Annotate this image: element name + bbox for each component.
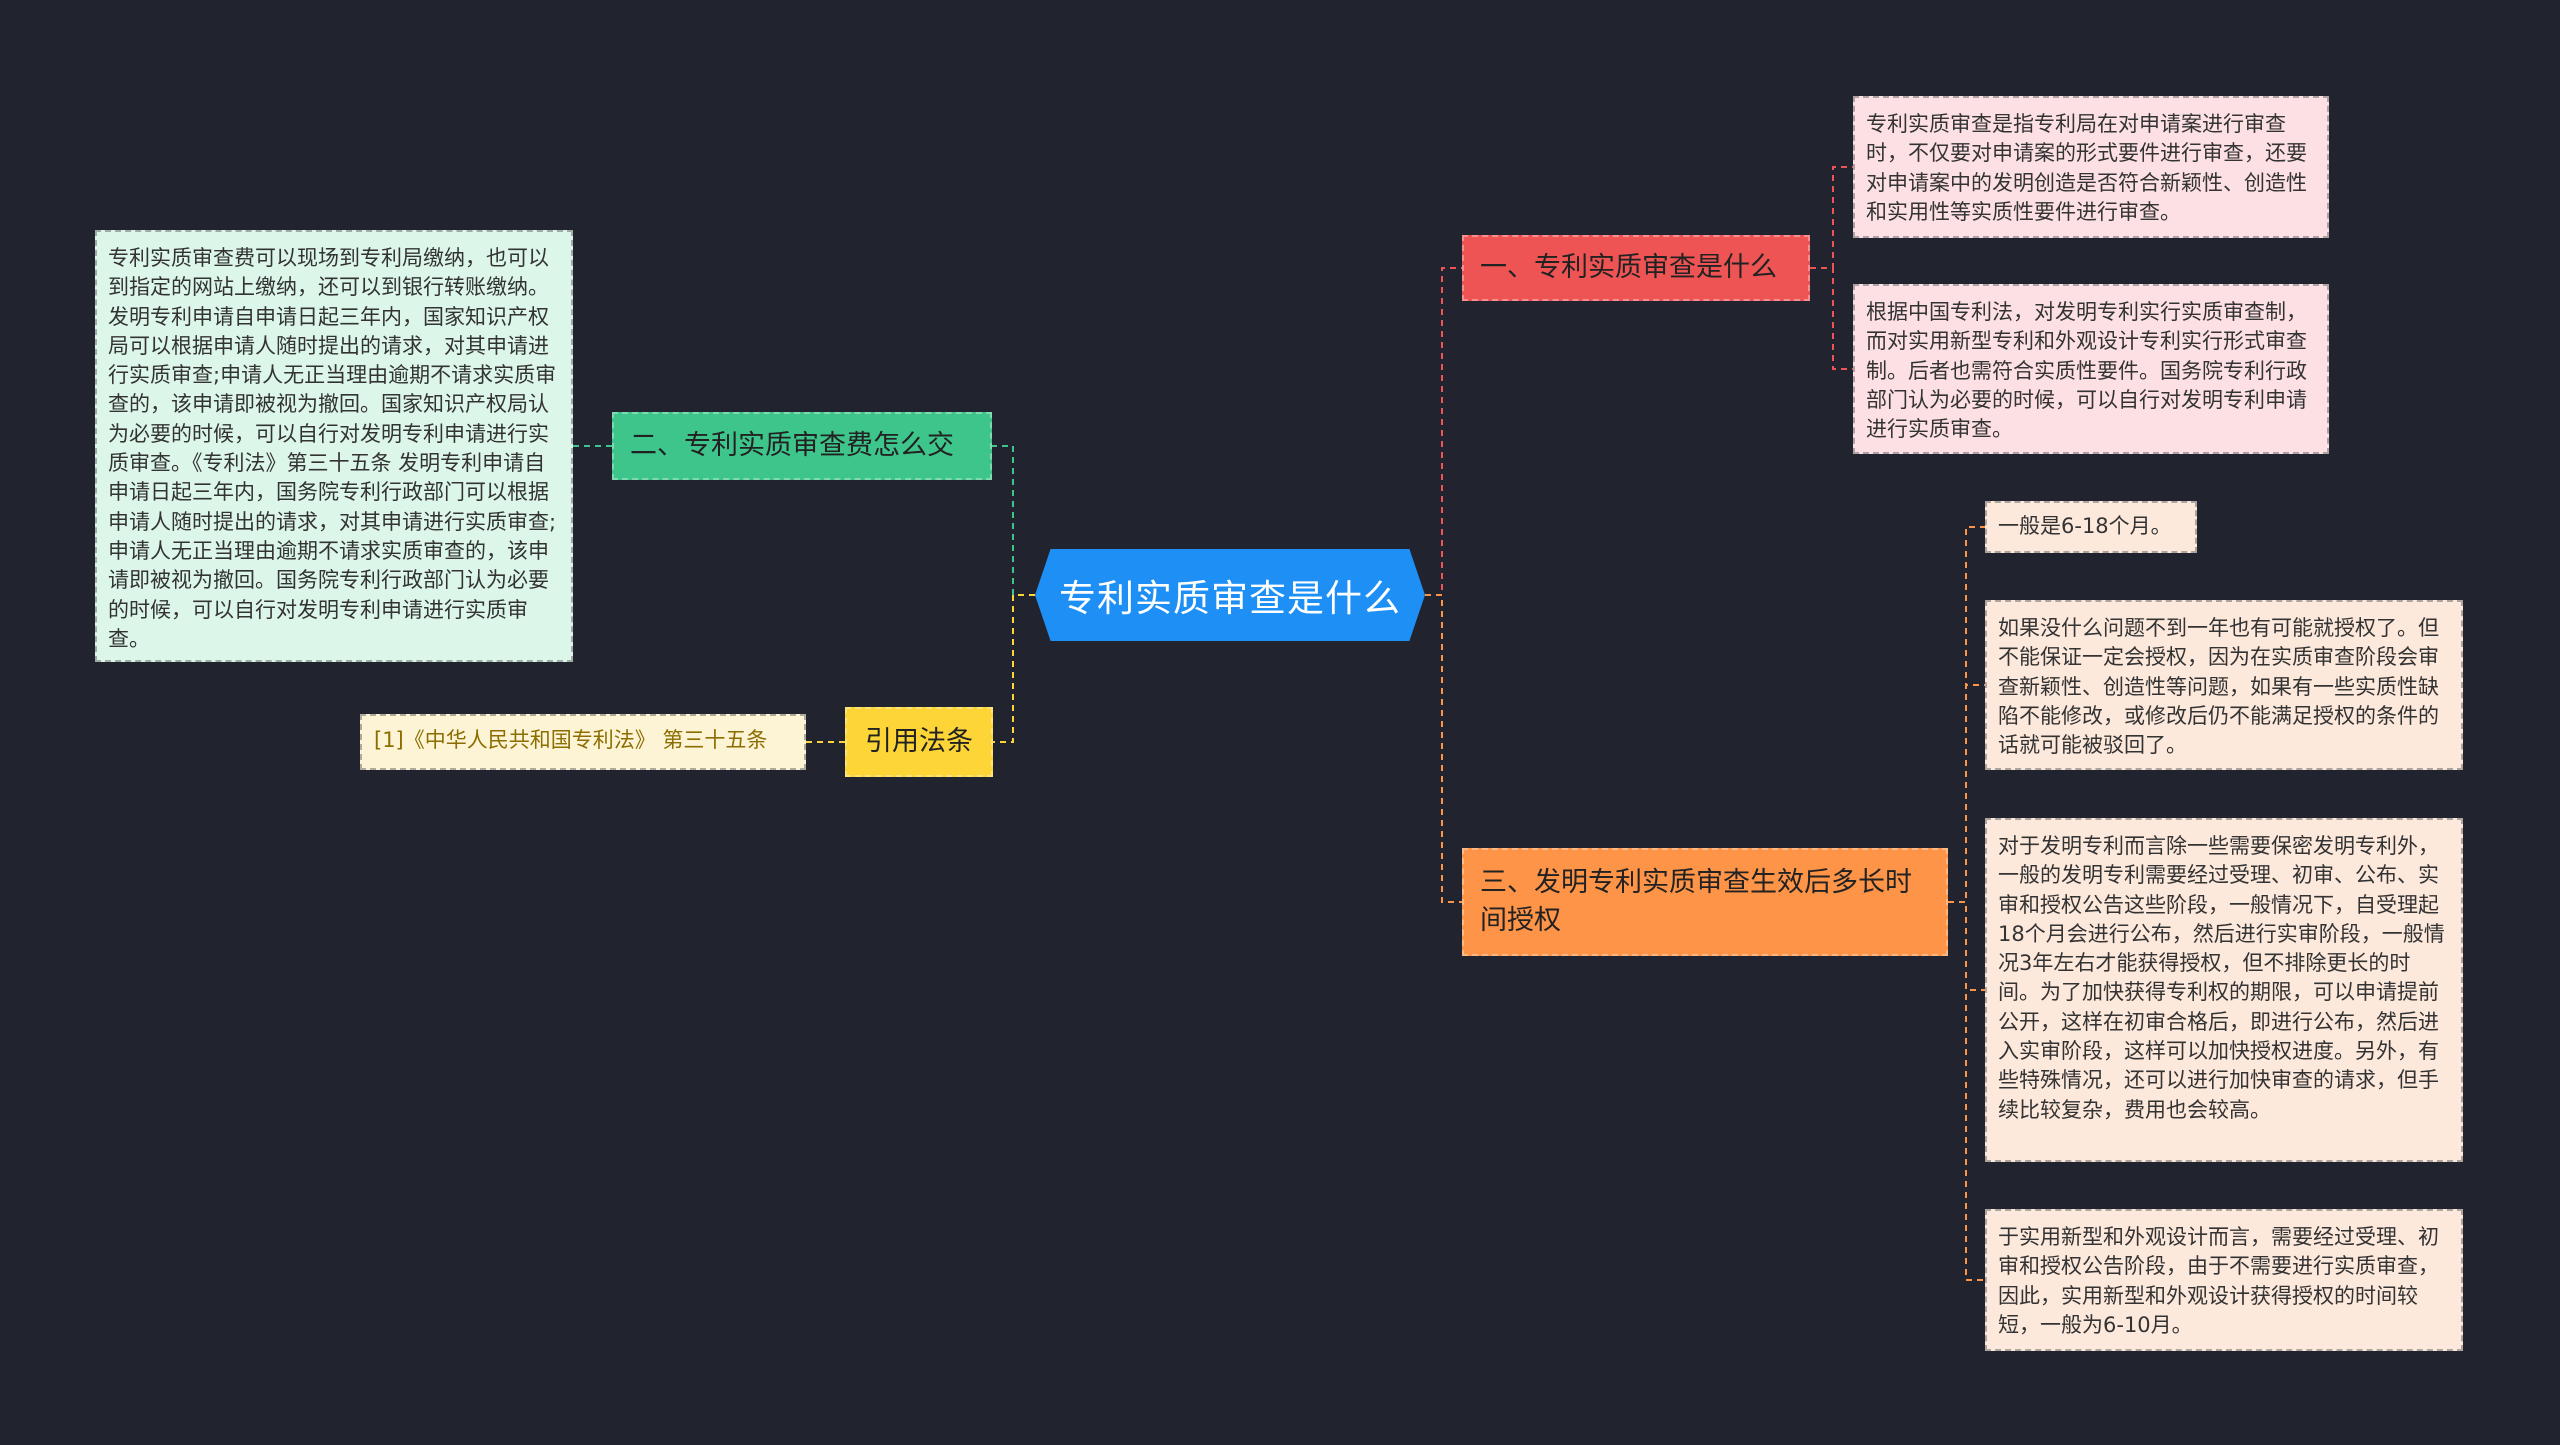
leaf-fee-payment-text: 专利实质审查费可以现场到专利局缴纳，也可以到指定的网站上缴纳，还可以到银行转账缴… [108, 246, 557, 651]
connector-central-branch-one [1425, 267, 1462, 596]
connector-branch-one-leaf-2 [1810, 267, 1853, 370]
branch-three[interactable]: 三、发明专利实质审查生效后多长时间授权 [1462, 848, 1948, 956]
branch-one[interactable]: 一、专利实质审查是什么 [1462, 235, 1810, 301]
connector-central-branch-two [992, 445, 1035, 596]
central-topic-label: 专利实质审查是什么 [1059, 577, 1401, 620]
connector-branch-one-leaf-1 [1810, 166, 1853, 269]
connector-central-citation [993, 594, 1035, 743]
leaf-utility-design[interactable]: 于实用新型和外观设计而言，需要经过受理、初审和授权公告阶段，由于不需要进行实质审… [1985, 1209, 2463, 1351]
leaf-duration-text: 一般是6-18个月。 [1998, 514, 2172, 538]
leaf-grant-uncertainty[interactable]: 如果没什么问题不到一年也有可能就授权了。但不能保证一定会授权，因为在实质审查阶段… [1985, 600, 2463, 770]
leaf-fee-payment[interactable]: 专利实质审查费可以现场到专利局缴纳，也可以到指定的网站上缴纳，还可以到银行转账缴… [95, 230, 573, 662]
leaf-invention-stages[interactable]: 对于发明专利而言除一些需要保密发明专利外，一般的发明专利需要经过受理、初审、公布… [1985, 818, 2463, 1162]
leaf-citation-text: [1]《中华人民共和国专利法》 第三十五条 [374, 728, 768, 752]
connector-central-branch-three [1425, 594, 1462, 903]
leaf-duration[interactable]: 一般是6-18个月。 [1985, 501, 2197, 553]
branch-two-label: 二、专利实质审查费怎么交 [630, 430, 954, 461]
branch-citation-label: 引用法条 [865, 726, 973, 757]
leaf-citation[interactable]: [1]《中华人民共和国专利法》 第三十五条 [360, 714, 806, 770]
connector-branch-three-leaf-1 [1948, 526, 1985, 903]
leaf-grant-uncertainty-text: 如果没什么问题不到一年也有可能就授权了。但不能保证一定会授权，因为在实质审查阶段… [1998, 616, 2439, 758]
connector-branch-three-leaf-3 [1948, 901, 1985, 991]
leaf-invention-stages-text: 对于发明专利而言除一些需要保密发明专利外，一般的发明专利需要经过受理、初审、公布… [1998, 834, 2445, 1122]
connector-branch-three-leaf-2 [1948, 684, 1985, 903]
connector-branch-three-leaf-4 [1948, 901, 1985, 1281]
leaf-law-basis-text: 根据中国专利法，对发明专利实行实质审查制，而对实用新型专利和外观设计专利实行形式… [1866, 300, 2307, 442]
leaf-utility-design-text: 于实用新型和外观设计而言，需要经过受理、初审和授权公告阶段，由于不需要进行实质审… [1998, 1225, 2439, 1337]
central-topic[interactable]: 专利实质审查是什么 [1035, 549, 1425, 641]
branch-three-label: 三、发明专利实质审查生效后多长时间授权 [1480, 867, 1912, 936]
leaf-law-basis[interactable]: 根据中国专利法，对发明专利实行实质审查制，而对实用新型专利和外观设计专利实行形式… [1853, 284, 2329, 454]
branch-one-label: 一、专利实质审查是什么 [1480, 252, 1777, 283]
leaf-definition[interactable]: 专利实质审查是指专利局在对申请案进行审查时，不仅要对申请案的形式要件进行审查，还… [1853, 96, 2329, 238]
leaf-definition-text: 专利实质审查是指专利局在对申请案进行审查时，不仅要对申请案的形式要件进行审查，还… [1866, 112, 2307, 224]
branch-citation[interactable]: 引用法条 [845, 707, 993, 777]
branch-two[interactable]: 二、专利实质审查费怎么交 [612, 412, 992, 480]
